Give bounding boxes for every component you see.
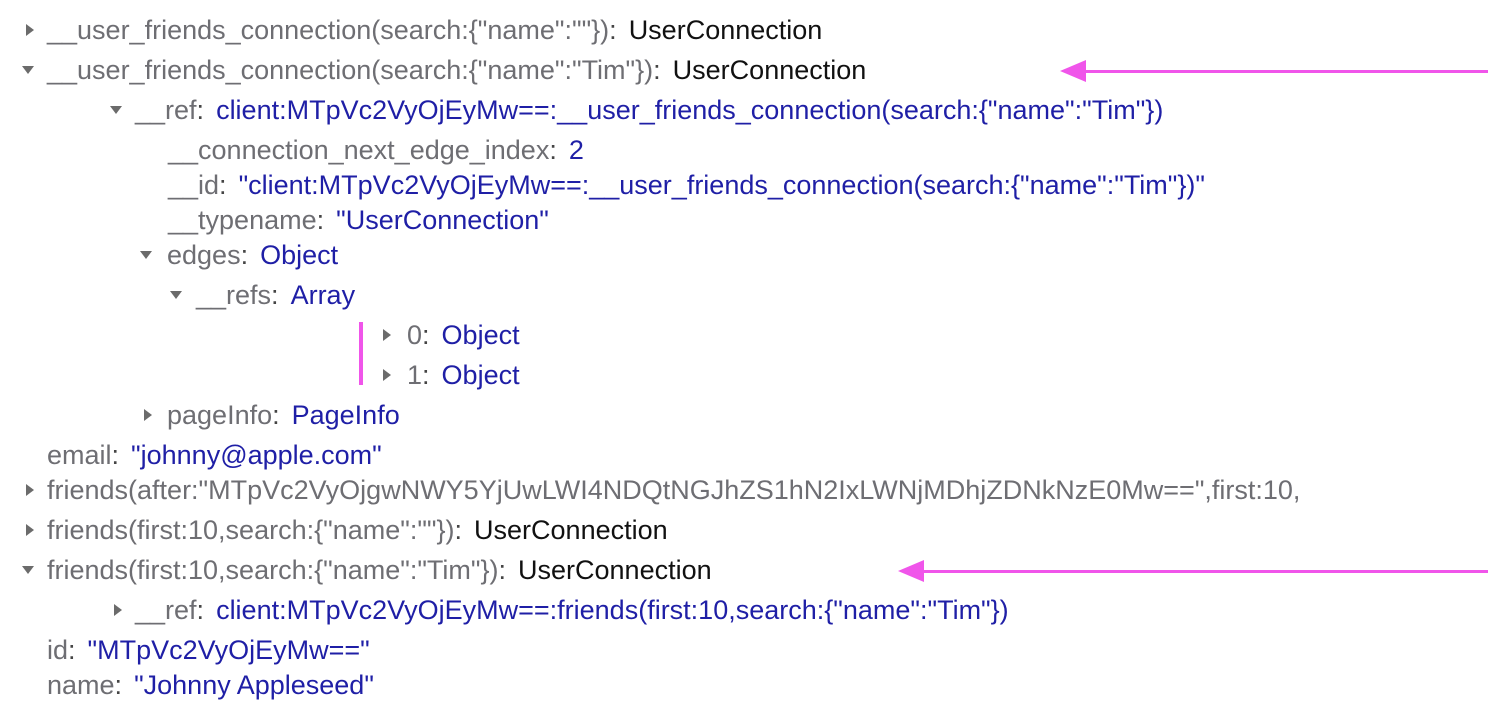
tree-key: name: [47, 670, 115, 700]
tree-key: __ref: [135, 95, 197, 125]
tree-value: "Johnny Appleseed": [134, 670, 374, 700]
highlight-arrow-icon: [1060, 60, 1086, 82]
tree-key: friends(after:"MTpVc2VyOjgwNWY5YjUwLWI4N…: [47, 475, 1301, 505]
tree-value: Array: [290, 280, 356, 310]
expand-arrow-icon[interactable]: [114, 604, 122, 616]
tree-key: edges: [167, 240, 241, 270]
tree-row: id:"MTpVc2VyOjEyMw==": [47, 635, 370, 665]
tree-value: Object: [441, 320, 520, 350]
tree-key: friends(first:10,search:{"name":""}): [47, 515, 455, 545]
tree-key: __user_friends_connection(search:{"name"…: [47, 15, 610, 45]
tree-row: name:"Johnny Appleseed": [47, 670, 374, 700]
highlight-arrow-line: [918, 570, 1488, 573]
tree-row: __id:"client:MTpVc2VyOjEyMw==:__user_fri…: [168, 170, 1205, 200]
tree-value: "UserConnection": [336, 205, 549, 235]
tree-row: __connection_next_edge_index:2: [168, 135, 584, 165]
tree-row: email:"johnny@apple.com": [47, 440, 382, 470]
tree-key: __user_friends_connection(search:{"name"…: [47, 55, 654, 85]
tree-value: client:MTpVc2VyOjEyMw==:friends(first:10…: [216, 595, 1009, 625]
tree-key: 1: [407, 360, 423, 390]
tree-value: "client:MTpVc2VyOjEyMw==:__user_friends_…: [238, 170, 1205, 200]
tree-key: friends(first:10,search:{"name":"Tim"}): [47, 555, 499, 585]
expand-arrow-icon[interactable]: [26, 484, 34, 496]
tree-value: UserConnection: [672, 55, 867, 85]
tree-value: Object: [441, 360, 520, 390]
tree-key: pageInfo: [167, 400, 273, 430]
tree-value: "MTpVc2VyOjEyMw==": [87, 635, 370, 665]
collapse-arrow-icon[interactable]: [140, 251, 152, 259]
tree-value: UserConnection: [474, 515, 668, 545]
expand-arrow-icon[interactable]: [383, 329, 391, 341]
tree-value: Object: [260, 240, 339, 270]
tree-key: __refs: [196, 280, 272, 310]
highlight-arrow-icon: [898, 560, 924, 582]
tree-value: 2: [568, 135, 584, 165]
tree-key: __id: [168, 170, 220, 200]
tree-value: PageInfo: [291, 400, 400, 430]
tree-value: "johnny@apple.com": [131, 440, 382, 470]
collapse-arrow-icon[interactable]: [170, 291, 182, 299]
collapse-arrow-icon[interactable]: [22, 66, 34, 74]
tree-row[interactable]: friends(after:"MTpVc2VyOjgwNWY5YjUwLWI4N…: [22, 470, 1506, 510]
tree-value: UserConnection: [628, 15, 823, 45]
tree-value: UserConnection: [518, 555, 712, 585]
tree-row: __typename:"UserConnection": [168, 205, 549, 235]
expand-arrow-icon[interactable]: [144, 409, 152, 421]
tree-value: client:MTpVc2VyOjEyMw==:__user_friends_c…: [216, 95, 1164, 125]
tree-key: email: [47, 440, 112, 470]
collapse-arrow-icon[interactable]: [22, 566, 34, 574]
tree-key: 0: [407, 320, 423, 350]
tree-key: __typename: [168, 205, 317, 235]
expand-arrow-icon[interactable]: [26, 24, 34, 36]
tree-key: __connection_next_edge_index: [168, 135, 550, 165]
highlight-bracket: [359, 322, 363, 385]
expand-arrow-icon[interactable]: [383, 369, 391, 381]
collapse-arrow-icon[interactable]: [110, 106, 122, 114]
tree-key: id: [47, 635, 69, 665]
tree-key: __ref: [135, 595, 197, 625]
highlight-arrow-line: [1080, 70, 1488, 73]
expand-arrow-icon[interactable]: [26, 524, 34, 536]
